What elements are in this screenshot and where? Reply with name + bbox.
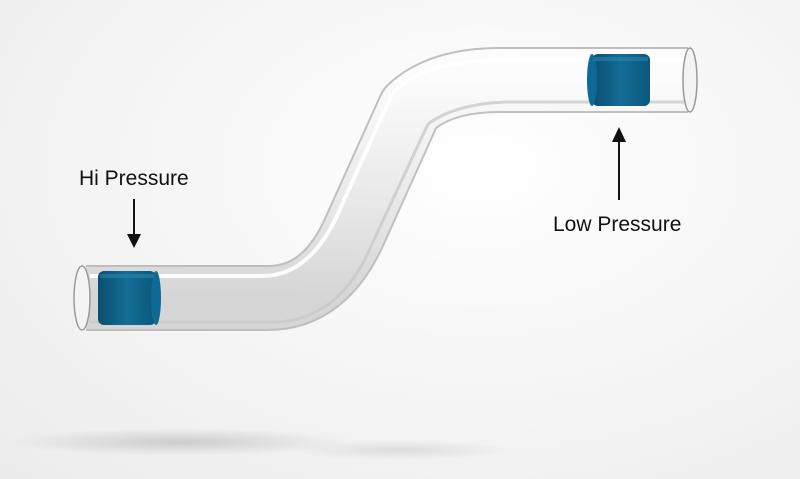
- tube-end-right: [682, 47, 698, 113]
- tube-highlight: [90, 58, 684, 278]
- arrow-down-icon: [127, 199, 141, 248]
- floor-shadow: [10, 428, 350, 456]
- right-piston: [587, 54, 650, 106]
- s-shaped-tube: [86, 49, 688, 329]
- arrow-up-icon: [612, 127, 626, 200]
- floor-shadow: [290, 440, 510, 460]
- left-piston: [98, 271, 161, 325]
- tube-inner-shade: [90, 100, 684, 324]
- low-pressure-label: Low Pressure: [553, 213, 682, 236]
- tube-end-left: [73, 265, 91, 331]
- high-pressure-label: Hi Pressure: [79, 167, 189, 190]
